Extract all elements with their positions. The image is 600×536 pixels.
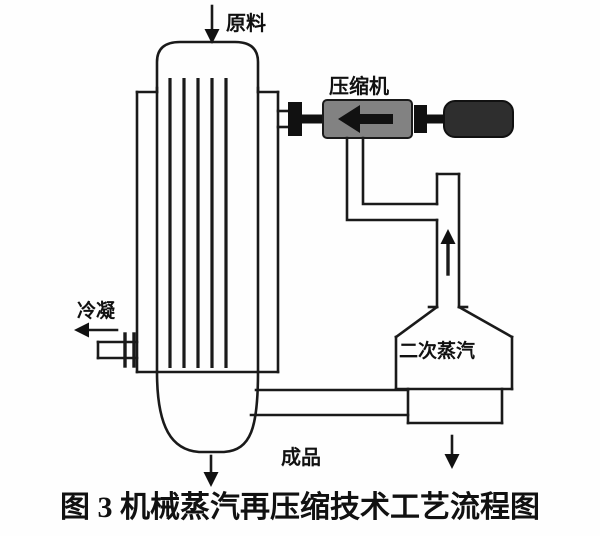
vessel-top-dome — [155, 40, 260, 94]
feed-arrow-down-icon — [204, 29, 220, 44]
hopper-slant-right — [457, 305, 514, 339]
compressor-motor — [443, 100, 514, 138]
discharge-pipe — [345, 136, 439, 222]
condensate-label: 冷凝 — [77, 299, 116, 322]
product-stream: 成品 — [203, 434, 460, 487]
hopper-slant-left — [394, 305, 439, 339]
discharge-pipe-outer — [345, 136, 439, 222]
condensate-arrow-left-icon — [74, 322, 89, 338]
feed-stream: 原料 — [204, 4, 266, 44]
steam-up-arrow-icon — [440, 229, 456, 244]
secondary-steam-label: 二次蒸汽 — [399, 339, 475, 362]
compressor-shaft-left — [302, 114, 323, 124]
product-arrow-right-down-icon — [444, 454, 460, 469]
compressor-label: 压缩机 — [329, 74, 389, 98]
product-arrow-left-down-icon — [203, 472, 219, 487]
condensate-outlet: 冷凝 — [74, 299, 139, 368]
riser-pipe — [427, 172, 469, 309]
bottom-duct — [249, 388, 410, 417]
compressor-shaft-right — [427, 114, 444, 124]
discharge-pipe-inner — [361, 136, 439, 206]
product-label: 成品 — [281, 445, 321, 469]
evaporator-vessel — [135, 40, 280, 454]
compressor-flow-arrow-left-icon — [338, 105, 360, 133]
vessel-bottom-dome — [155, 370, 260, 454]
compressor-assembly: 压缩机 — [276, 74, 514, 139]
separator-vessel: 二次蒸汽 — [394, 305, 514, 425]
compressor-flow-arrow-shaft — [357, 114, 393, 124]
compressor-flange-right — [414, 105, 427, 133]
tube-bundle — [168, 78, 228, 368]
figure-caption: 图 3 机械蒸汽再压缩技术工艺流程图 — [60, 491, 540, 524]
feed-label: 原料 — [226, 12, 266, 35]
compressor-flange-left — [288, 102, 302, 136]
